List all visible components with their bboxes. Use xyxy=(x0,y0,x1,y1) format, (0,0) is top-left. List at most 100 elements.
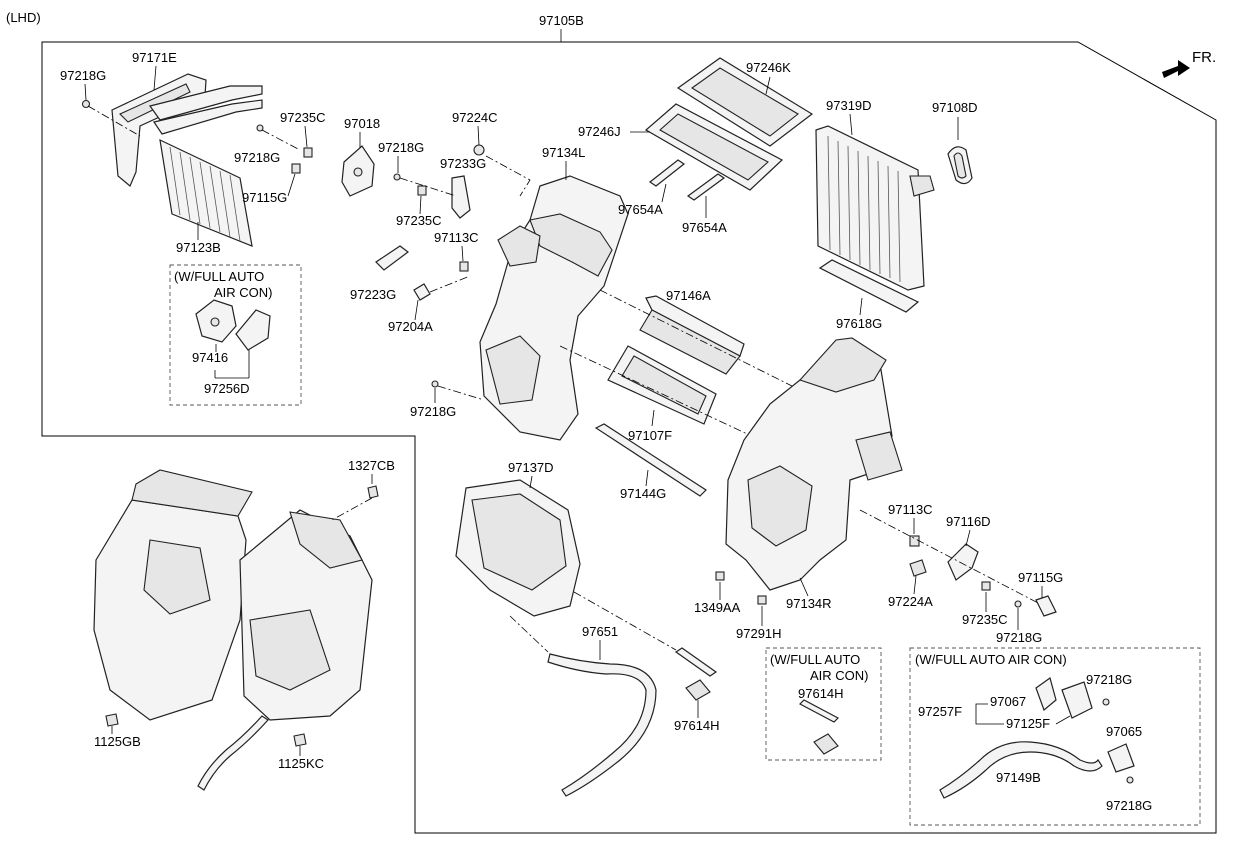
part-label-97218G: 97218G xyxy=(1106,798,1152,813)
clip-icon xyxy=(981,581,991,591)
clip-icon xyxy=(715,571,725,581)
option-group-label-right: (W/FULL AUTO AIR CON) xyxy=(915,652,1067,667)
part-label-97113C: 97113C xyxy=(434,230,479,245)
screw-icon xyxy=(393,173,401,181)
bushing-icon xyxy=(909,559,927,577)
part-label-97224A: 97224A xyxy=(888,594,933,609)
part-label-97257F: 97257F xyxy=(918,704,962,719)
part-label-97233G: 97233G xyxy=(440,156,486,171)
part-label-97137D: 97137D xyxy=(508,460,554,475)
part-label-97018: 97018 xyxy=(344,116,380,131)
right-heater-case xyxy=(725,337,903,591)
part-label-97291H: 97291H xyxy=(736,626,782,641)
part-label-97319D: 97319D xyxy=(826,98,872,113)
part-label-97115G: 97115G xyxy=(1018,570,1063,585)
part-label-97144G: 97144G xyxy=(620,486,666,501)
part-label-97065: 97065 xyxy=(1106,724,1142,739)
mode-door-lever xyxy=(341,145,375,197)
hvac-assembly-view xyxy=(93,469,373,791)
actuator-link-plate xyxy=(235,309,271,351)
part-label-97218G: 97218G xyxy=(996,630,1042,645)
door-lever xyxy=(947,543,979,581)
sensor-connector xyxy=(685,679,711,701)
assembly-frame-outline xyxy=(41,41,1217,834)
screw-icon xyxy=(81,99,91,109)
screw-icon xyxy=(431,380,439,388)
clip-icon xyxy=(291,163,301,174)
part-label-97246J: 97246J xyxy=(578,124,621,139)
part-label-97134L: 97134L xyxy=(542,145,585,160)
filter-seal-strip xyxy=(686,173,726,201)
evaporator-core xyxy=(815,125,935,291)
left-heater-case xyxy=(479,175,629,441)
temperature-door xyxy=(639,295,745,375)
part-label-1125GB: 1125GB xyxy=(94,734,141,749)
part-label-97618G: 97618G xyxy=(836,316,882,331)
part-label-97651: 97651 xyxy=(582,624,618,639)
mode-door xyxy=(607,345,717,425)
screw-icon xyxy=(256,124,264,132)
evaporator-seal xyxy=(947,146,973,185)
part-label-97235C: 97235C xyxy=(280,110,326,125)
bolt-icon xyxy=(367,485,379,499)
part-label-97116D: 97116D xyxy=(946,514,991,529)
door-seal-strip xyxy=(594,423,707,497)
rod-link xyxy=(375,245,409,271)
part-label-97218G: 97218G xyxy=(1086,672,1132,687)
actuator-cover xyxy=(1035,677,1057,712)
part-label-97067: 97067 xyxy=(990,694,1026,709)
vacuum-hose xyxy=(939,741,1103,799)
clip-icon xyxy=(459,261,469,272)
screw-icon xyxy=(1102,698,1110,706)
clip-icon xyxy=(909,535,920,547)
part-label-97171E: 97171E xyxy=(132,50,177,65)
part-label-97224C: 97224C xyxy=(452,110,498,125)
filter-cover-frame xyxy=(676,57,814,147)
actuator-motor xyxy=(1061,681,1093,719)
part-label-97235C: 97235C xyxy=(962,612,1008,627)
screw-icon xyxy=(1014,600,1022,608)
drain-hose xyxy=(547,653,657,797)
bolt-icon xyxy=(293,733,307,747)
part-label-97218G: 97218G xyxy=(60,68,106,83)
part-label-97223G: 97223G xyxy=(350,287,396,302)
variant-label: (LHD) xyxy=(6,10,41,25)
front-direction-arrow-icon xyxy=(1162,60,1190,78)
aspirator-valve xyxy=(1107,743,1135,773)
part-label-1327CB: 1327CB xyxy=(348,458,395,473)
part-label-97654A: 97654A xyxy=(682,220,727,235)
bolt-icon xyxy=(105,713,119,727)
sensor-connector xyxy=(813,733,839,755)
filter-seal-strip xyxy=(648,159,686,187)
air-filter-frame xyxy=(644,103,784,191)
part-label-1125KC: 1125KC xyxy=(278,756,324,771)
sensor-probe xyxy=(674,647,718,677)
door-lever xyxy=(451,175,471,219)
part-label-97218G: 97218G xyxy=(378,140,424,155)
lower-case-cover xyxy=(455,479,581,617)
part-label-97146A: 97146A xyxy=(666,288,711,303)
front-direction-label: FR. xyxy=(1192,49,1216,66)
option-group-box-mid xyxy=(765,647,882,761)
part-label-97123B: 97123B xyxy=(176,240,221,255)
part-label-97125F: 97125F xyxy=(1006,716,1050,731)
clip-icon xyxy=(417,185,427,196)
part-label-1349AA: 1349AA xyxy=(694,600,741,615)
part-label-97614H: 97614H xyxy=(674,718,720,733)
part-label-97614H: 97614H xyxy=(798,686,844,701)
heater-core xyxy=(148,85,263,247)
option-group-box-left xyxy=(169,264,302,406)
sensor-probe xyxy=(799,699,839,723)
part-label-97134R: 97134R xyxy=(786,596,832,611)
lever-arm xyxy=(1035,595,1057,617)
part-label-97218G: 97218G xyxy=(410,404,456,419)
evaporator-bottom-seal xyxy=(818,259,920,313)
part-label-97107F: 97107F xyxy=(628,428,672,443)
part-label-97204A: 97204A xyxy=(388,319,433,334)
clip-icon xyxy=(303,147,313,158)
part-label-97235C: 97235C xyxy=(396,213,442,228)
lever-arm xyxy=(413,283,431,301)
